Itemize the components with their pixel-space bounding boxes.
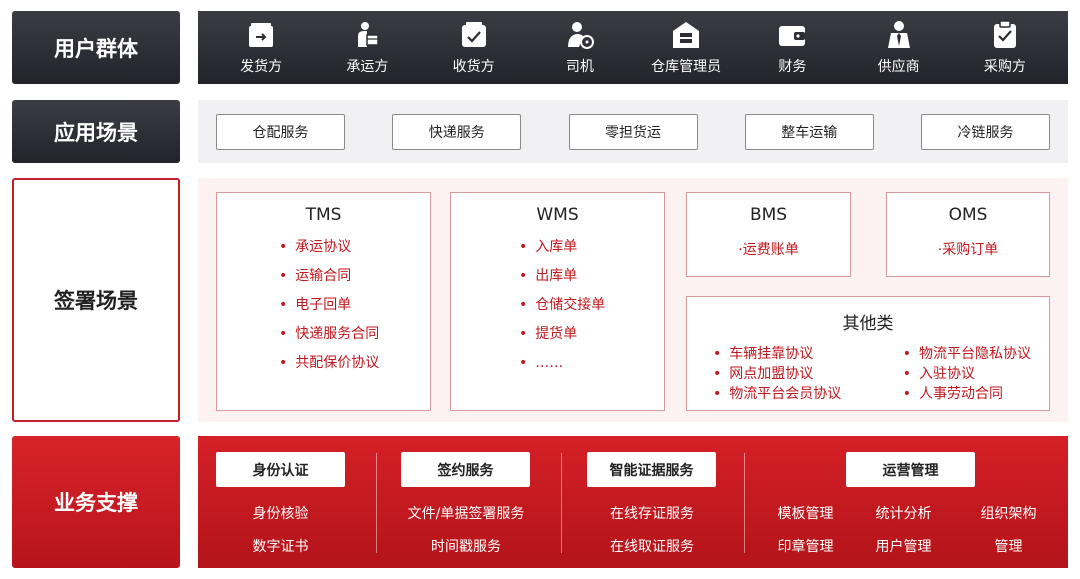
list-item: 共配保价协议 [279,349,430,378]
oms-item: ·采购订单 [937,242,999,258]
list-item: 电子回单 [279,291,430,320]
user-label: 财务 [778,58,807,75]
user-warehouse-admin: 仓库管理员 [641,20,731,76]
support-item: 统计分析 [875,506,932,522]
box-check-icon [461,21,486,47]
scene-warehouse-distribution[interactable]: 仓配服务 [216,113,345,150]
wms-box: WMS 入库单 出库单 仓储交接单 提货单 …… [450,192,665,411]
support-item: 时间戳服务 [431,539,501,555]
support-sign-title: 签约服务 [401,452,530,487]
user-supplier: 供应商 [854,20,944,76]
tms-list: 承运协议 运输合同 电子回单 快递服务合同 共配保价协议 [279,233,430,378]
clipboard-check-icon [993,19,1016,48]
row-label-signing: 签署场景 [12,178,180,422]
support-item: 在线存证服务 [610,506,694,522]
support-item: 模板管理 [777,506,834,522]
businessman-icon [887,20,910,48]
list-item: 运输合同 [279,262,430,291]
support-item: 在线取证服务 [610,539,694,555]
scene-ftl-transport[interactable]: 整车运输 [744,113,874,150]
other-list-right: 物流平台隐私协议 入驻协议 人事劳动合同 [903,344,1031,404]
list-item: 承运协议 [279,233,430,262]
row-label-support: 业务支撑 [12,436,180,568]
signing-panel: TMS 承运协议 运输合同 电子回单 快递服务合同 共配保价协议 WMS 入库单… [198,178,1068,422]
divider [376,453,377,553]
other-list-left: 车辆挂靠协议 网点加盟协议 物流平台会员协议 [713,344,841,404]
list-item: 入库单 [519,233,664,262]
wallet-icon [779,25,806,46]
tms-title: TMS [305,205,342,225]
user-label: 司机 [565,58,594,75]
scene-express[interactable]: 快递服务 [392,113,522,150]
scene-ltl-freight[interactable]: 零担货运 [568,113,698,150]
list-item: 出库单 [519,262,664,291]
support-ops-title: 运营管理 [846,452,975,487]
list-item: 物流平台会员协议 [713,384,841,404]
divider [561,453,562,553]
tms-box: TMS 承运协议 运输合同 电子回单 快递服务合同 共配保价协议 [216,192,431,411]
list-item: 仓储交接单 [519,291,664,320]
list-item: 快递服务合同 [279,320,430,349]
support-item: 文件/单据签署服务 [407,506,525,522]
user-receiver: 收货方 [429,20,519,76]
user-label: 采购方 [983,58,1026,75]
scene-cold-chain[interactable]: 冷链服务 [921,113,1050,150]
list-item: …… [519,349,664,378]
list-item: 车辆挂靠协议 [713,344,841,364]
user-purchaser: 采购方 [960,19,1050,76]
list-item: 入驻协议 [903,364,1031,384]
support-item: 印章管理 [777,539,834,555]
row-label-users: 用户群体 [12,11,180,84]
other-lists: 车辆挂靠协议 网点加盟协议 物流平台会员协议 物流平台隐私协议 入驻协议 人事劳… [687,344,1049,404]
user-shipper: 发货方 [216,20,306,76]
users-panel: 发货方 承运方 收货方 司机 仓库管理员 [198,11,1068,84]
user-driver: 司机 [535,20,625,76]
support-identity-title: 身份认证 [216,452,345,487]
support-item: 身份核验 [252,506,309,522]
user-label: 收货方 [452,58,495,75]
support-item: 组织架构 [980,506,1037,522]
other-box: 其他类 车辆挂靠协议 网点加盟协议 物流平台会员协议 物流平台隐私协议 入驻协议… [686,296,1050,411]
bms-title: BMS [749,205,788,225]
wms-list: 入库单 出库单 仓储交接单 提货单 …… [519,233,664,378]
user-label: 承运方 [346,58,389,75]
divider [744,453,745,553]
scenes-panel: 仓配服务 快递服务 零担货运 整车运输 冷链服务 [198,100,1068,163]
user-label: 仓库管理员 [651,58,722,75]
other-title: 其他类 [842,314,894,334]
support-evidence-title: 智能证据服务 [587,452,716,487]
user-label: 供应商 [877,58,920,75]
support-panel: 身份认证 身份核验 数字证书 签约服务 文件/单据签署服务 时间戳服务 智能证据… [198,436,1068,568]
driver-wheel-icon [567,21,594,49]
list-item: 网点加盟协议 [713,364,841,384]
list-item: 人事劳动合同 [903,384,1031,404]
warehouse-icon [673,21,700,48]
user-carrier: 承运方 [322,20,412,76]
user-finance: 财务 [747,20,837,76]
list-item: 提货单 [519,320,664,349]
bms-item: ·运费账单 [738,242,799,258]
support-item: 数字证书 [252,539,309,555]
oms-box: OMS ·采购订单 [886,192,1050,277]
support-item: 用户管理 [875,539,932,555]
user-label: 发货方 [240,58,283,75]
support-item: 管理 [994,539,1023,555]
row-label-scenes: 应用场景 [12,100,180,163]
wms-title: WMS [536,205,579,225]
bms-box: BMS ·运费账单 [686,192,851,277]
carrier-person-icon [358,21,380,47]
box-send-icon [249,22,274,47]
oms-title: OMS [948,205,988,225]
list-item: 物流平台隐私协议 [903,344,1031,364]
